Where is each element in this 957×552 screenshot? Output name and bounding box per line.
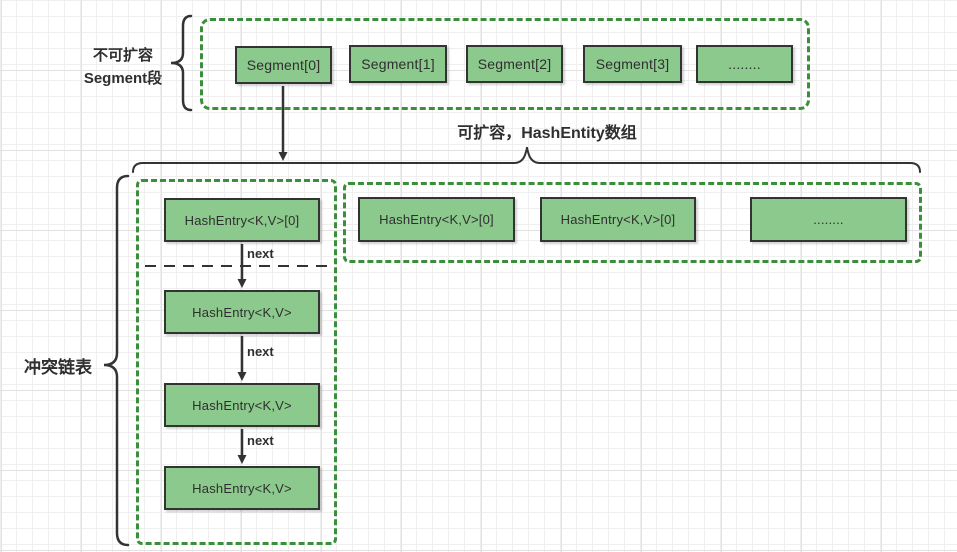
segment-box-1: Segment[1] (349, 45, 447, 83)
segment-box-2: Segment[2] (466, 45, 563, 83)
hashentry-node-3-label: HashEntry<K,V> (192, 480, 292, 496)
hashentry-array-box-1-label: HashEntry<K,V>[0] (560, 212, 676, 227)
segment-ellipsis-box: ........ (696, 45, 793, 83)
segment-box-1-label: Segment[1] (361, 56, 435, 72)
hashentry-array-box-0: HashEntry<K,V>[0] (358, 197, 515, 242)
hashentry-node-box-3: HashEntry<K,V> (164, 466, 320, 510)
label-hashentry-array: 可扩容，HashEntity数组 (457, 125, 637, 142)
hashentry-array-container (343, 182, 922, 263)
next-label-2: next (247, 344, 274, 359)
hashentry-node-1-label: HashEntry<K,V> (192, 304, 292, 320)
hashentry-head-box: HashEntry<K,V>[0] (164, 198, 320, 242)
next-label-1: next (247, 246, 274, 261)
hashentry-node-2-label: HashEntry<K,V> (192, 397, 292, 413)
segment-box-2-label: Segment[2] (477, 56, 552, 72)
hashentry-array-ellipsis-label: ........ (813, 212, 844, 227)
hashentry-array-box-0-label: HashEntry<K,V>[0] (379, 212, 494, 227)
brace-hashentry-array (132, 146, 921, 173)
segment-box-0: Segment[0] (235, 46, 332, 84)
collision-chain-container (136, 179, 337, 545)
label-segment-group-line2: Segment段 (83, 70, 163, 88)
brace-collision-chain (103, 174, 130, 547)
label-segment-group: 不可扩容 Segment段 (64, 44, 182, 91)
label-collision-chain: 冲突链表 (24, 358, 92, 377)
hashentry-head-label: HashEntry<K,V>[0] (184, 212, 300, 228)
segment-ellipsis-label: ........ (728, 56, 761, 72)
hashentry-node-box-2: HashEntry<K,V> (164, 383, 320, 427)
segment-box-3-label: Segment[3] (595, 56, 670, 72)
next-label-3: next (247, 433, 274, 448)
segment-array-container (200, 18, 810, 110)
label-segment-group-line1: 不可扩容 (92, 47, 153, 64)
segment-box-0-label: Segment[0] (246, 57, 321, 73)
hashentry-node-box-1: HashEntry<K,V> (164, 290, 320, 334)
hashentry-array-box-1: HashEntry<K,V>[0] (540, 197, 696, 242)
hashentry-array-ellipsis-box: ........ (750, 197, 907, 242)
segment-box-3: Segment[3] (583, 45, 682, 83)
